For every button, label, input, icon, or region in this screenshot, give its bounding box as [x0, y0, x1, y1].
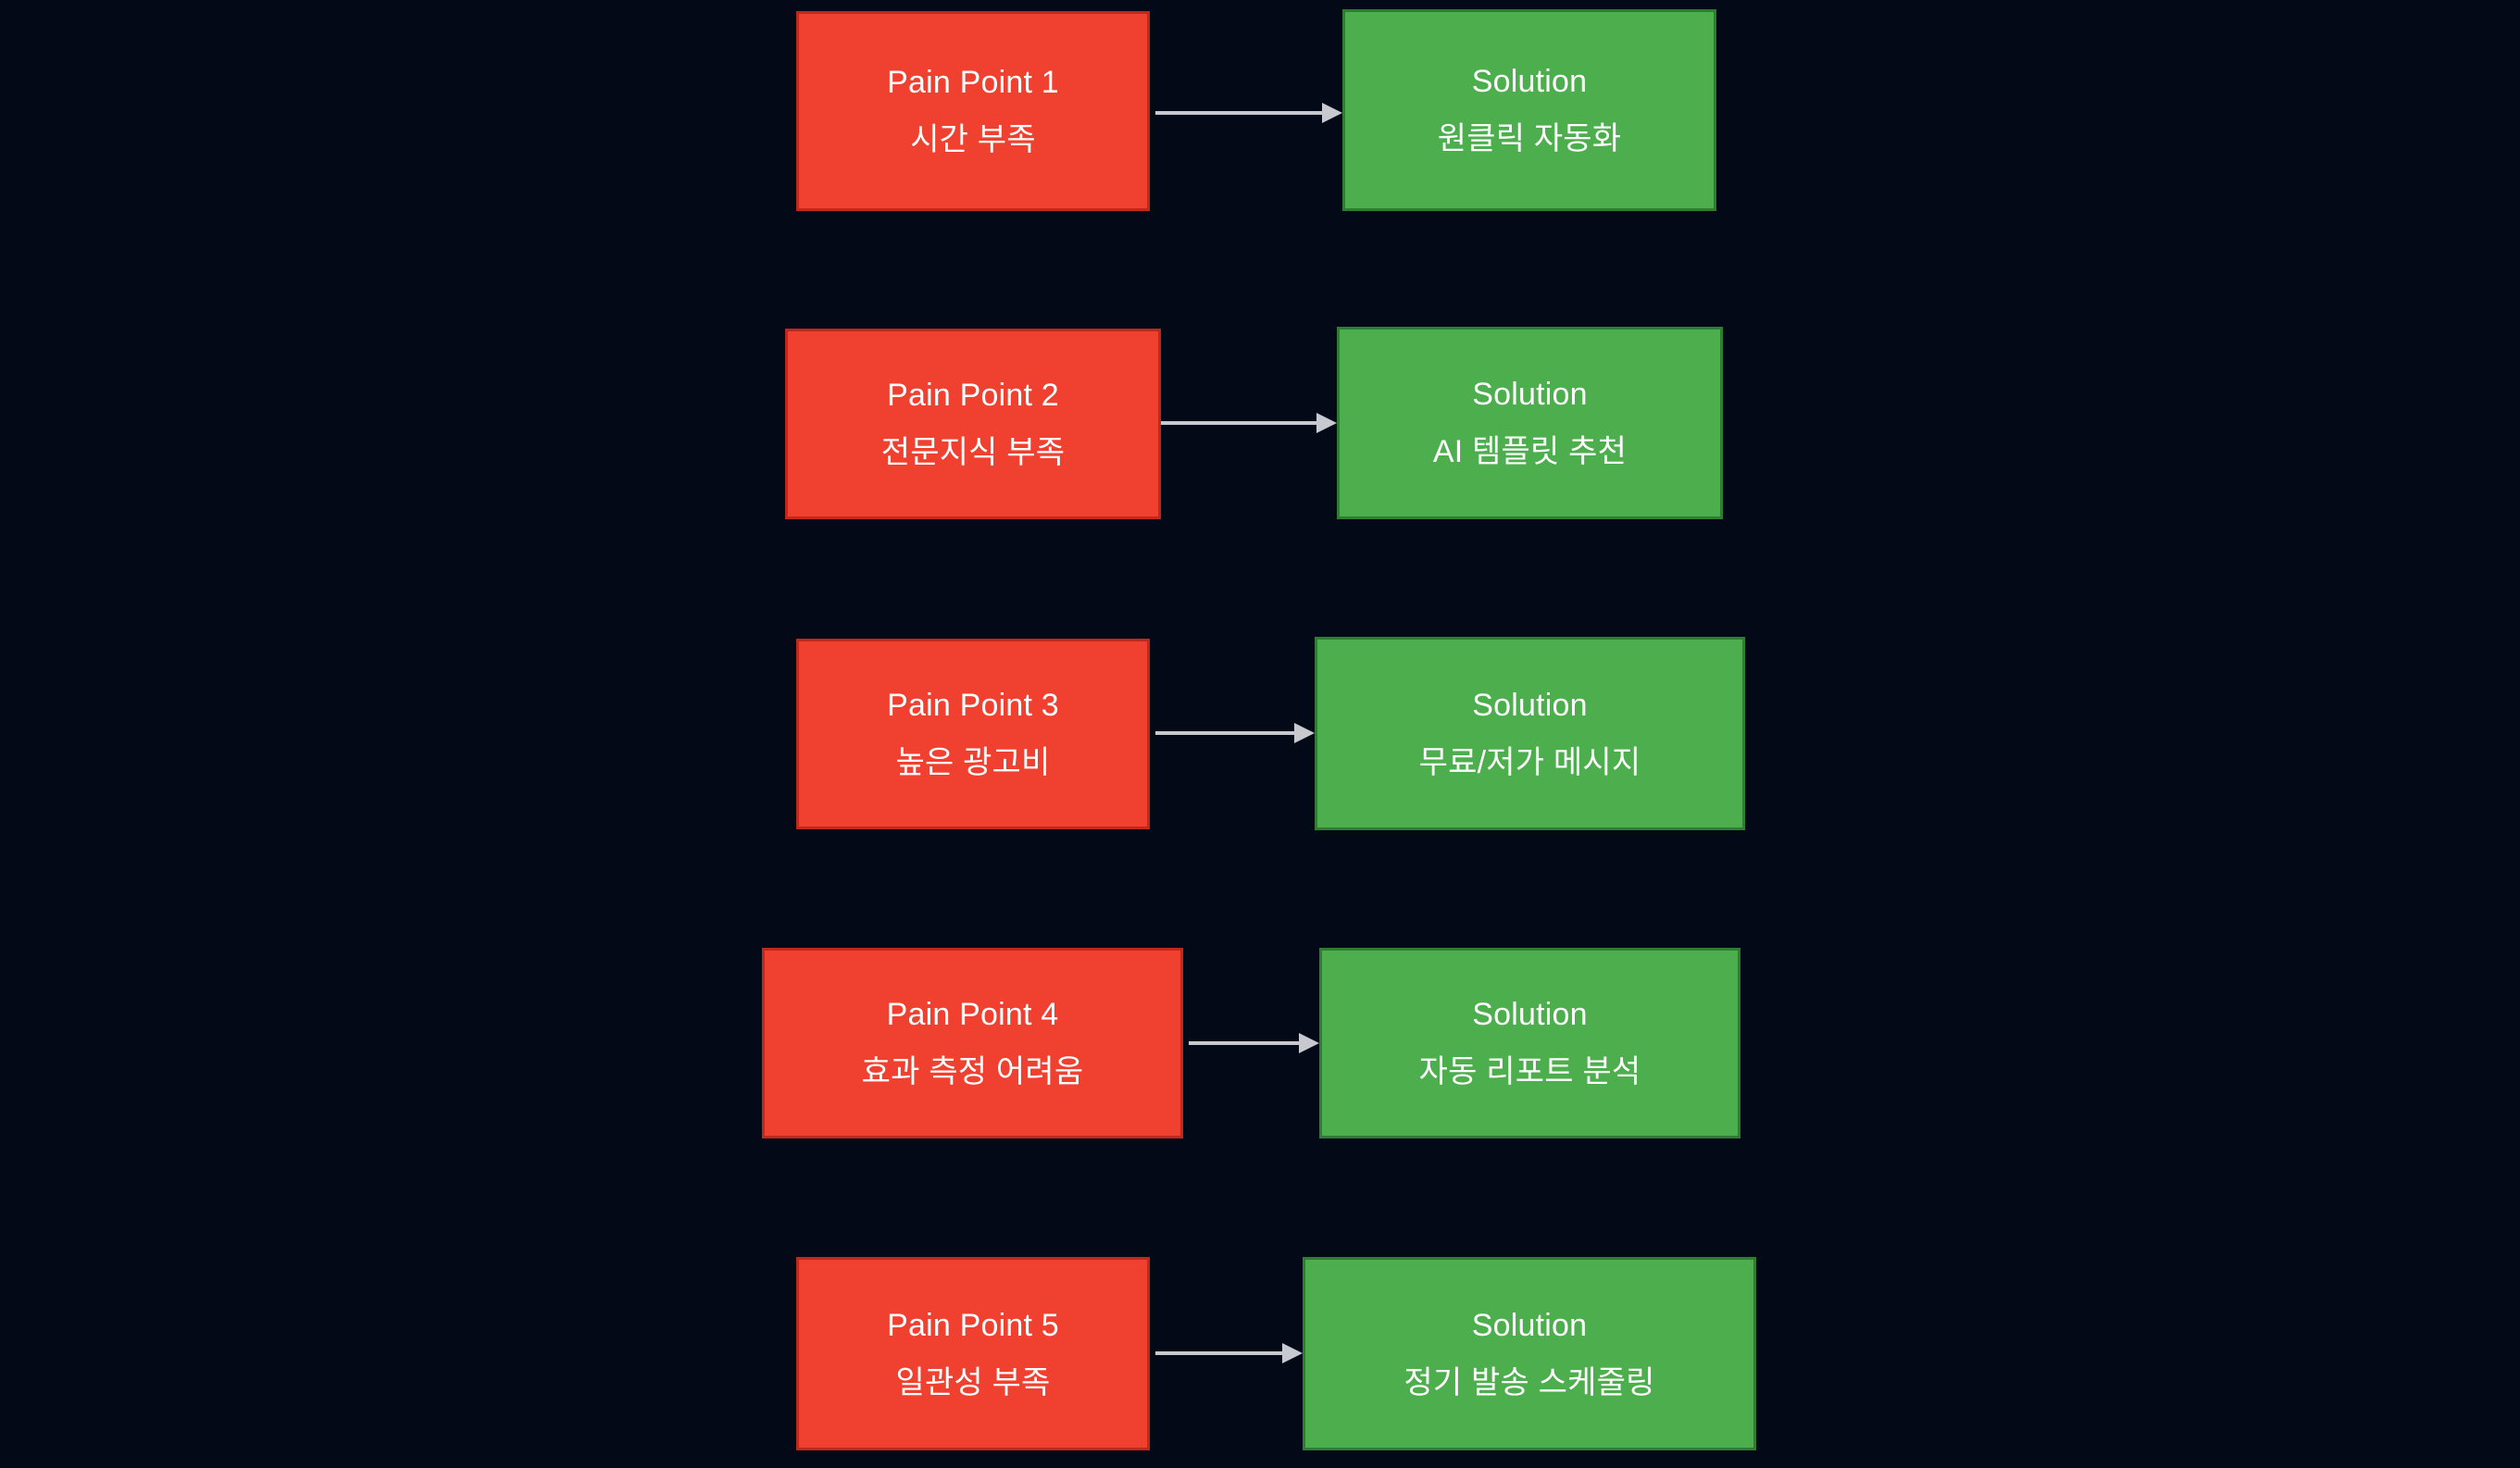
pain-point-title: Pain Point 1	[887, 65, 1059, 100]
solution-node[interactable]: Solution 자동 리포트 분석	[1319, 948, 1740, 1138]
arrow-right-icon	[1299, 1033, 1319, 1053]
pain-point-subtitle: 일관성 부족	[895, 1364, 1051, 1400]
solution-title: Solution	[1472, 687, 1588, 723]
solution-title: Solution	[1472, 997, 1588, 1032]
solution-title: Solution	[1471, 64, 1588, 99]
solution-node[interactable]: Solution 정기 발송 스케줄링	[1303, 1257, 1756, 1450]
solution-node[interactable]: Solution AI 템플릿 추천	[1337, 327, 1723, 519]
arrow-line	[1155, 731, 1294, 735]
pain-to-solution-connector	[1155, 1339, 1303, 1367]
pain-to-solution-connector	[1155, 99, 1342, 127]
arrow-line	[1155, 1351, 1282, 1355]
pain-to-solution-connector	[1161, 409, 1337, 437]
pain-point-title: Pain Point 3	[887, 688, 1059, 723]
solution-subtitle: 무료/저가 메시지	[1418, 744, 1641, 780]
solution-node[interactable]: Solution 무료/저가 메시지	[1315, 637, 1745, 830]
pain-point-node[interactable]: Pain Point 5 일관성 부족	[796, 1257, 1150, 1450]
solution-subtitle: AI 템플릿 추천	[1432, 434, 1628, 469]
arrow-right-icon	[1282, 1343, 1303, 1363]
solution-node[interactable]: Solution 원클릭 자동화	[1342, 9, 1716, 211]
pain-point-subtitle: 시간 부족	[910, 122, 1036, 157]
pain-point-title: Pain Point 4	[886, 997, 1059, 1032]
pain-to-solution-connector	[1189, 1029, 1319, 1057]
solution-subtitle: 원클릭 자동화	[1437, 121, 1622, 156]
arrow-line	[1189, 1041, 1299, 1045]
pain-point-node[interactable]: Pain Point 4 효과 측정 어려움	[762, 948, 1183, 1138]
pain-point-subtitle: 전문지식 부족	[880, 435, 1066, 470]
solution-title: Solution	[1472, 377, 1588, 412]
arrow-right-icon	[1322, 103, 1342, 123]
solution-subtitle: 정기 발송 스케줄링	[1403, 1364, 1655, 1400]
pain-point-node[interactable]: Pain Point 1 시간 부족	[796, 11, 1150, 211]
solution-subtitle: 자동 리포트 분석	[1418, 1054, 1641, 1089]
arrow-right-icon	[1316, 413, 1337, 433]
arrow-line	[1155, 111, 1322, 115]
pain-to-solution-connector	[1155, 719, 1315, 747]
arrow-right-icon	[1294, 723, 1315, 743]
arrow-line	[1161, 421, 1316, 425]
pain-point-subtitle: 높은 광고비	[895, 745, 1051, 780]
pain-point-title: Pain Point 2	[887, 378, 1059, 413]
pain-point-title: Pain Point 5	[887, 1307, 1059, 1343]
pain-point-subtitle: 효과 측정 어려움	[861, 1054, 1084, 1089]
solution-title: Solution	[1471, 1307, 1588, 1343]
pain-point-node[interactable]: Pain Point 2 전문지식 부족	[785, 329, 1161, 519]
pain-point-node[interactable]: Pain Point 3 높은 광고비	[796, 639, 1150, 829]
